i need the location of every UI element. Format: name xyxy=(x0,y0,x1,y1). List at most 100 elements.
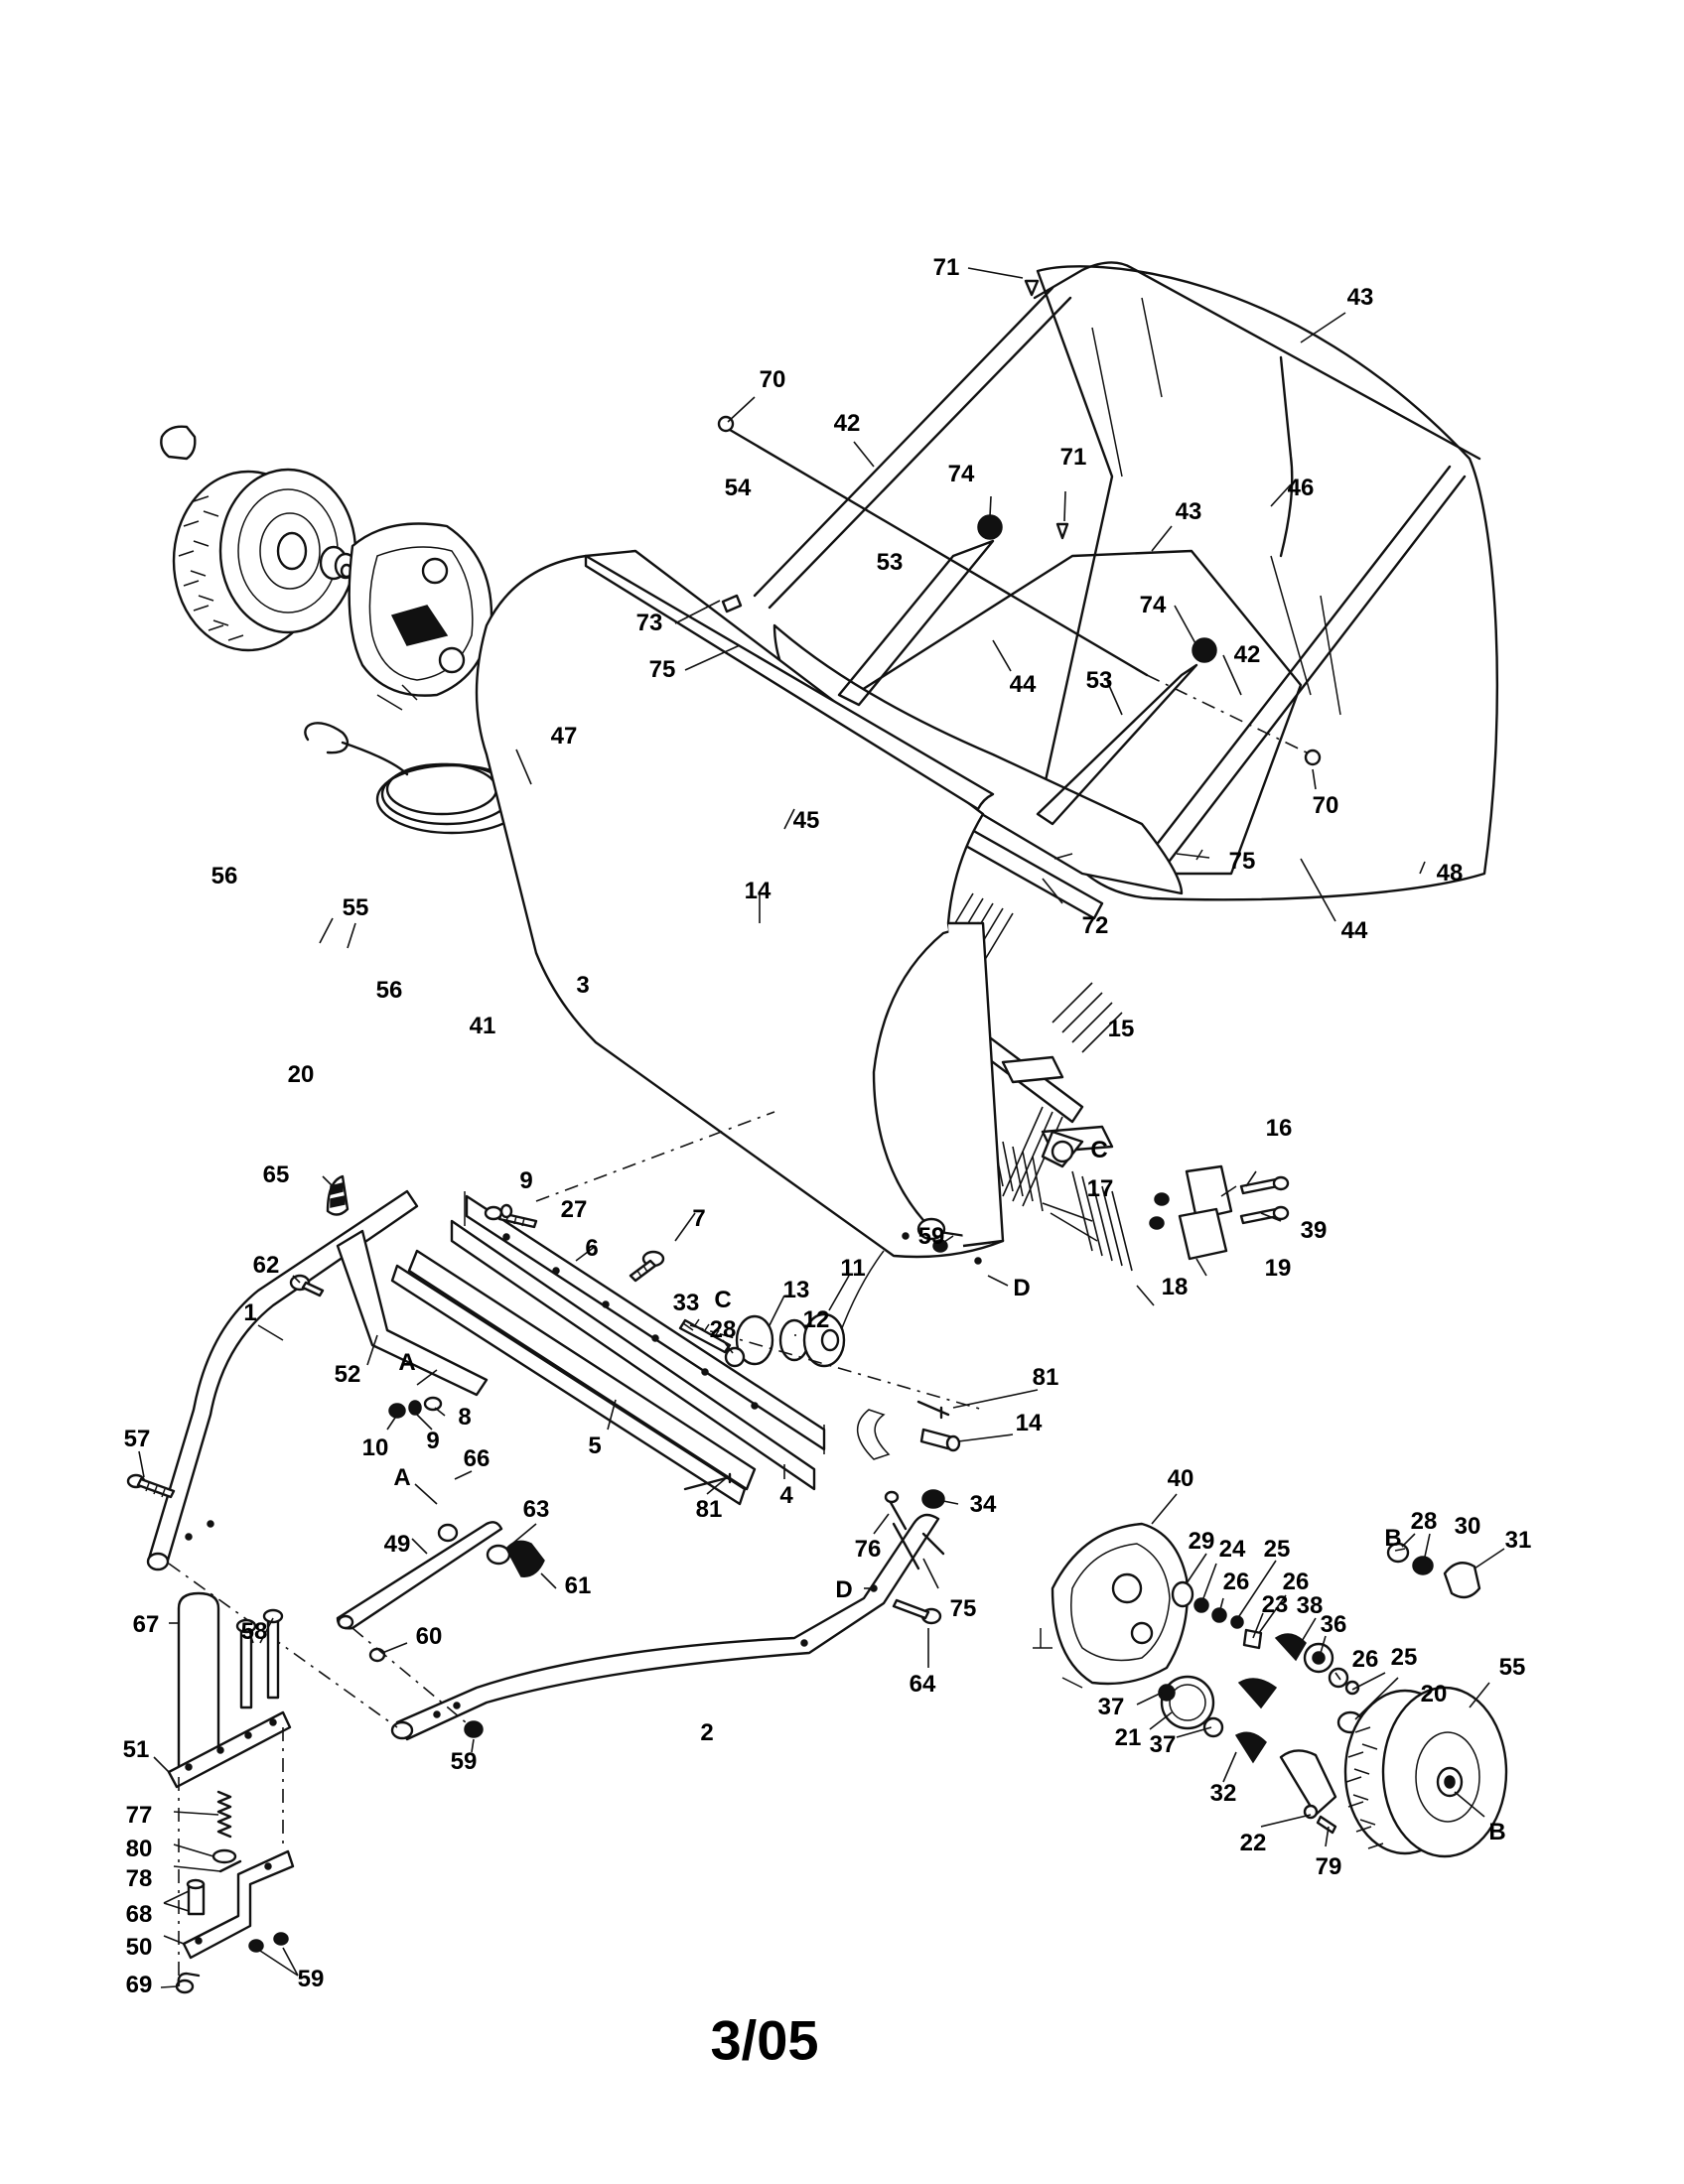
callout-B-bottom: B xyxy=(1488,1819,1506,1845)
callout-79: 79 xyxy=(1315,1853,1342,1880)
callout-39: 39 xyxy=(1300,1217,1328,1244)
callout-72: 72 xyxy=(1081,912,1109,939)
callout-37-left: 37 xyxy=(1097,1694,1125,1720)
height-adjust-brackets xyxy=(1149,1164,1290,1261)
callout-33: 33 xyxy=(672,1290,700,1316)
hub-cap xyxy=(160,425,197,461)
callout-71-top: 71 xyxy=(932,254,960,281)
callout-49: 49 xyxy=(383,1531,411,1558)
housing-brackets xyxy=(390,1191,826,1506)
callout-71-mid: 71 xyxy=(1059,444,1087,471)
callout-68: 68 xyxy=(125,1901,153,1928)
right-tow-arm xyxy=(390,1513,940,1741)
callout-10: 10 xyxy=(361,1434,389,1461)
callout-3: 3 xyxy=(576,972,590,999)
callout-51: 51 xyxy=(122,1736,150,1763)
callout-75-right: 75 xyxy=(1228,848,1256,875)
callout-32: 32 xyxy=(1209,1780,1237,1807)
callout-57: 57 xyxy=(123,1426,151,1452)
callout-16: 16 xyxy=(1265,1115,1293,1142)
callout-75-top: 75 xyxy=(648,656,676,683)
callout-24: 24 xyxy=(1218,1536,1246,1563)
callout-17: 17 xyxy=(1086,1175,1114,1202)
callout-80: 80 xyxy=(125,1836,153,1862)
callout-21: 21 xyxy=(1114,1724,1142,1751)
callout-9-low: 9 xyxy=(426,1428,440,1454)
callout-15: 15 xyxy=(1107,1016,1135,1042)
callout-77: 77 xyxy=(125,1802,153,1829)
callout-12: 12 xyxy=(802,1306,830,1333)
callout-70-left: 70 xyxy=(759,366,786,393)
nut-59-arm xyxy=(464,1720,484,1738)
grip-sleeve xyxy=(326,1174,350,1216)
callout-13: 13 xyxy=(782,1277,810,1303)
callout-7: 7 xyxy=(692,1205,706,1232)
cotter-pin-upper xyxy=(916,1400,950,1420)
callout-28-right: 28 xyxy=(1410,1508,1438,1535)
callout-62: 62 xyxy=(252,1252,280,1279)
callout-50: 50 xyxy=(125,1934,153,1961)
callout-75-low: 75 xyxy=(949,1595,977,1622)
callout-40: 40 xyxy=(1167,1465,1194,1492)
callout-29: 29 xyxy=(1188,1528,1215,1555)
callout-73: 73 xyxy=(635,610,663,636)
callout-81-lower: 81 xyxy=(695,1496,723,1523)
nut-34 xyxy=(921,1489,945,1509)
callout-78: 78 xyxy=(125,1865,153,1892)
callout-26-b: 26 xyxy=(1282,1569,1310,1595)
callout-20-right: 20 xyxy=(1420,1681,1448,1707)
callout-48: 48 xyxy=(1436,860,1464,887)
callout-25-low: 25 xyxy=(1390,1644,1418,1671)
callout-74-left: 74 xyxy=(947,461,975,487)
callout-D-housing: D xyxy=(1013,1275,1031,1301)
callout-63: 63 xyxy=(522,1496,550,1523)
callout-54: 54 xyxy=(724,475,752,501)
callout-30: 30 xyxy=(1454,1513,1481,1540)
bolt-64 xyxy=(892,1598,942,1625)
callout-14-low: 14 xyxy=(1015,1410,1043,1436)
bolt-27 xyxy=(484,1203,538,1229)
callout-22: 22 xyxy=(1239,1830,1267,1856)
callout-42-left: 42 xyxy=(833,410,861,437)
callout-56-top: 56 xyxy=(210,863,238,889)
right-wheel xyxy=(1343,1686,1508,1858)
callout-5: 5 xyxy=(588,1433,602,1459)
callout-6: 6 xyxy=(585,1235,599,1262)
callout-67: 67 xyxy=(132,1611,160,1638)
callout-A-arm: A xyxy=(398,1349,416,1376)
callout-59-housing: 59 xyxy=(917,1223,945,1250)
callout-59-arm: 59 xyxy=(450,1748,478,1775)
callout-18: 18 xyxy=(1161,1274,1189,1300)
callout-C-brush: C xyxy=(1090,1137,1108,1163)
cotter-pin-75 xyxy=(892,1522,945,1570)
callout-44-right: 44 xyxy=(1340,917,1368,944)
callout-56-mid: 56 xyxy=(375,977,403,1004)
right-gear-housing xyxy=(1033,1522,1189,1689)
callout-38: 38 xyxy=(1296,1592,1324,1619)
pin-76 xyxy=(887,1497,908,1531)
right-drive-gears xyxy=(1158,1542,1481,1835)
callout-59-bracket: 59 xyxy=(297,1966,325,1992)
bolt-7 xyxy=(629,1250,665,1283)
bolt-57 xyxy=(126,1473,176,1499)
callout-26-a: 26 xyxy=(1222,1569,1250,1595)
callout-23: 23 xyxy=(1261,1591,1289,1618)
callout-66: 66 xyxy=(463,1445,491,1472)
callout-31: 31 xyxy=(1504,1527,1532,1554)
callout-81-upper: 81 xyxy=(1032,1364,1059,1391)
washer-28 xyxy=(724,1346,746,1368)
left-tow-arm xyxy=(146,1189,419,1571)
callout-A-link: A xyxy=(393,1464,411,1491)
callout-1: 1 xyxy=(243,1299,257,1326)
left-wheel xyxy=(172,468,357,652)
callout-61: 61 xyxy=(564,1572,592,1599)
adjustment-link xyxy=(336,1521,545,1663)
cotter-pin-lower xyxy=(683,1472,732,1491)
callout-26-c: 26 xyxy=(1351,1646,1379,1673)
callout-25-top: 25 xyxy=(1263,1536,1291,1563)
callout-60: 60 xyxy=(415,1623,443,1650)
callout-53-right: 53 xyxy=(1085,667,1113,694)
callout-74-right: 74 xyxy=(1139,592,1167,618)
